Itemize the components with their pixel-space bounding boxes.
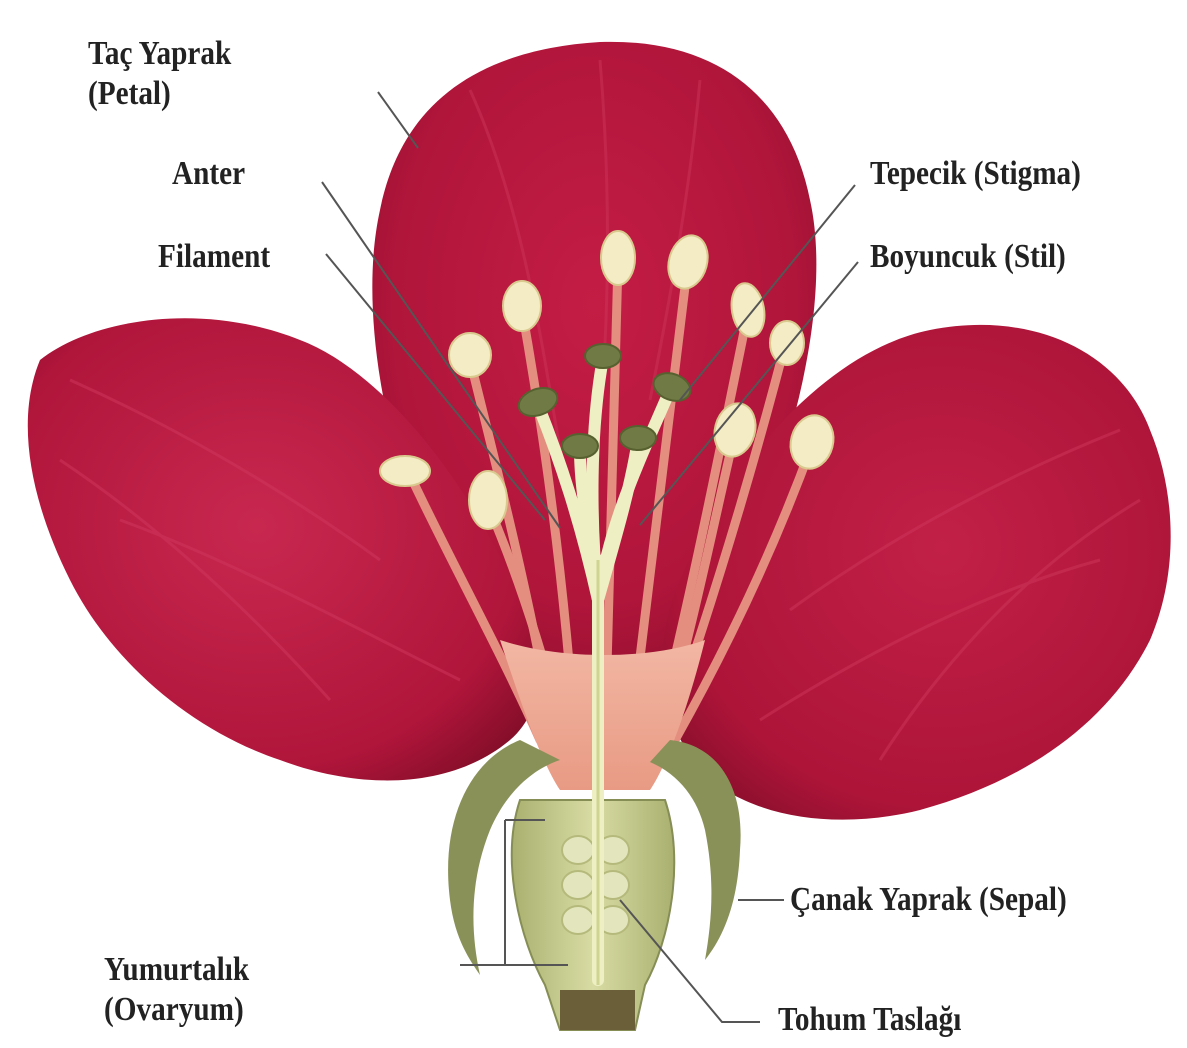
label-stigma: Tepecik (Stigma)	[870, 154, 1081, 194]
stalk	[560, 990, 635, 1030]
label-anther: Anter	[172, 154, 245, 194]
label-style: Boyuncuk (Stil)	[870, 237, 1066, 277]
label-ovule: Tohum Taslağı	[778, 1000, 961, 1040]
label-ovary: Yumurtalık (Ovaryum)	[104, 950, 249, 1030]
label-filament: Filament	[158, 237, 270, 277]
label-petal: Taç Yaprak (Petal)	[88, 34, 231, 114]
label-sepal: Çanak Yaprak (Sepal)	[790, 880, 1067, 920]
